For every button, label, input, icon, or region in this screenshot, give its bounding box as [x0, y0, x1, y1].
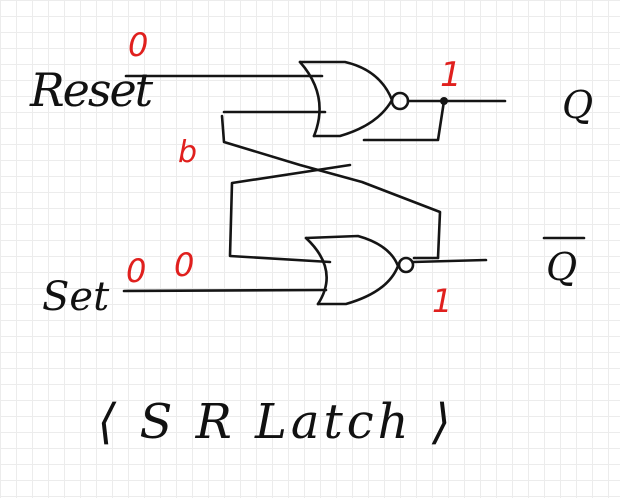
set-input-wire [122, 288, 328, 293]
bottom-nor-bubble [397, 256, 415, 274]
q-bar-output-label: Q [546, 245, 577, 289]
set-feedback-value-annotation: 0 [174, 246, 194, 284]
top-nor-bubble [390, 91, 410, 111]
feedback-top-value-annotation: b [178, 135, 197, 170]
top-nor-gate [298, 60, 410, 138]
wires [122, 74, 507, 293]
set-label: Set [42, 274, 110, 320]
reset-value-annotation: 0 [128, 26, 148, 64]
caption: ⟨ S R Latch ⟩ [97, 394, 454, 450]
reset-label: Reset [29, 63, 154, 117]
top-nor-gate-body [298, 60, 394, 138]
cross-wire-q-to-bottom [220, 114, 442, 260]
bottom-nor-gate [304, 234, 415, 306]
q-bar-value-annotation: 1 [432, 282, 452, 320]
value-annotations: 0 b 1 0 0 1 [126, 26, 462, 320]
q-feedback-wire [362, 99, 446, 142]
q-output-label: Q [562, 83, 593, 127]
cross-wire-left [228, 163, 352, 264]
bottom-nor-gate-back [304, 236, 328, 306]
q-value-annotation: 1 [440, 55, 462, 95]
q-bar-output-wire [411, 258, 488, 264]
set-value-annotation: 0 [126, 252, 146, 290]
bottom-nor-gate-body [304, 234, 400, 306]
top-nor-gate-back [298, 60, 321, 138]
